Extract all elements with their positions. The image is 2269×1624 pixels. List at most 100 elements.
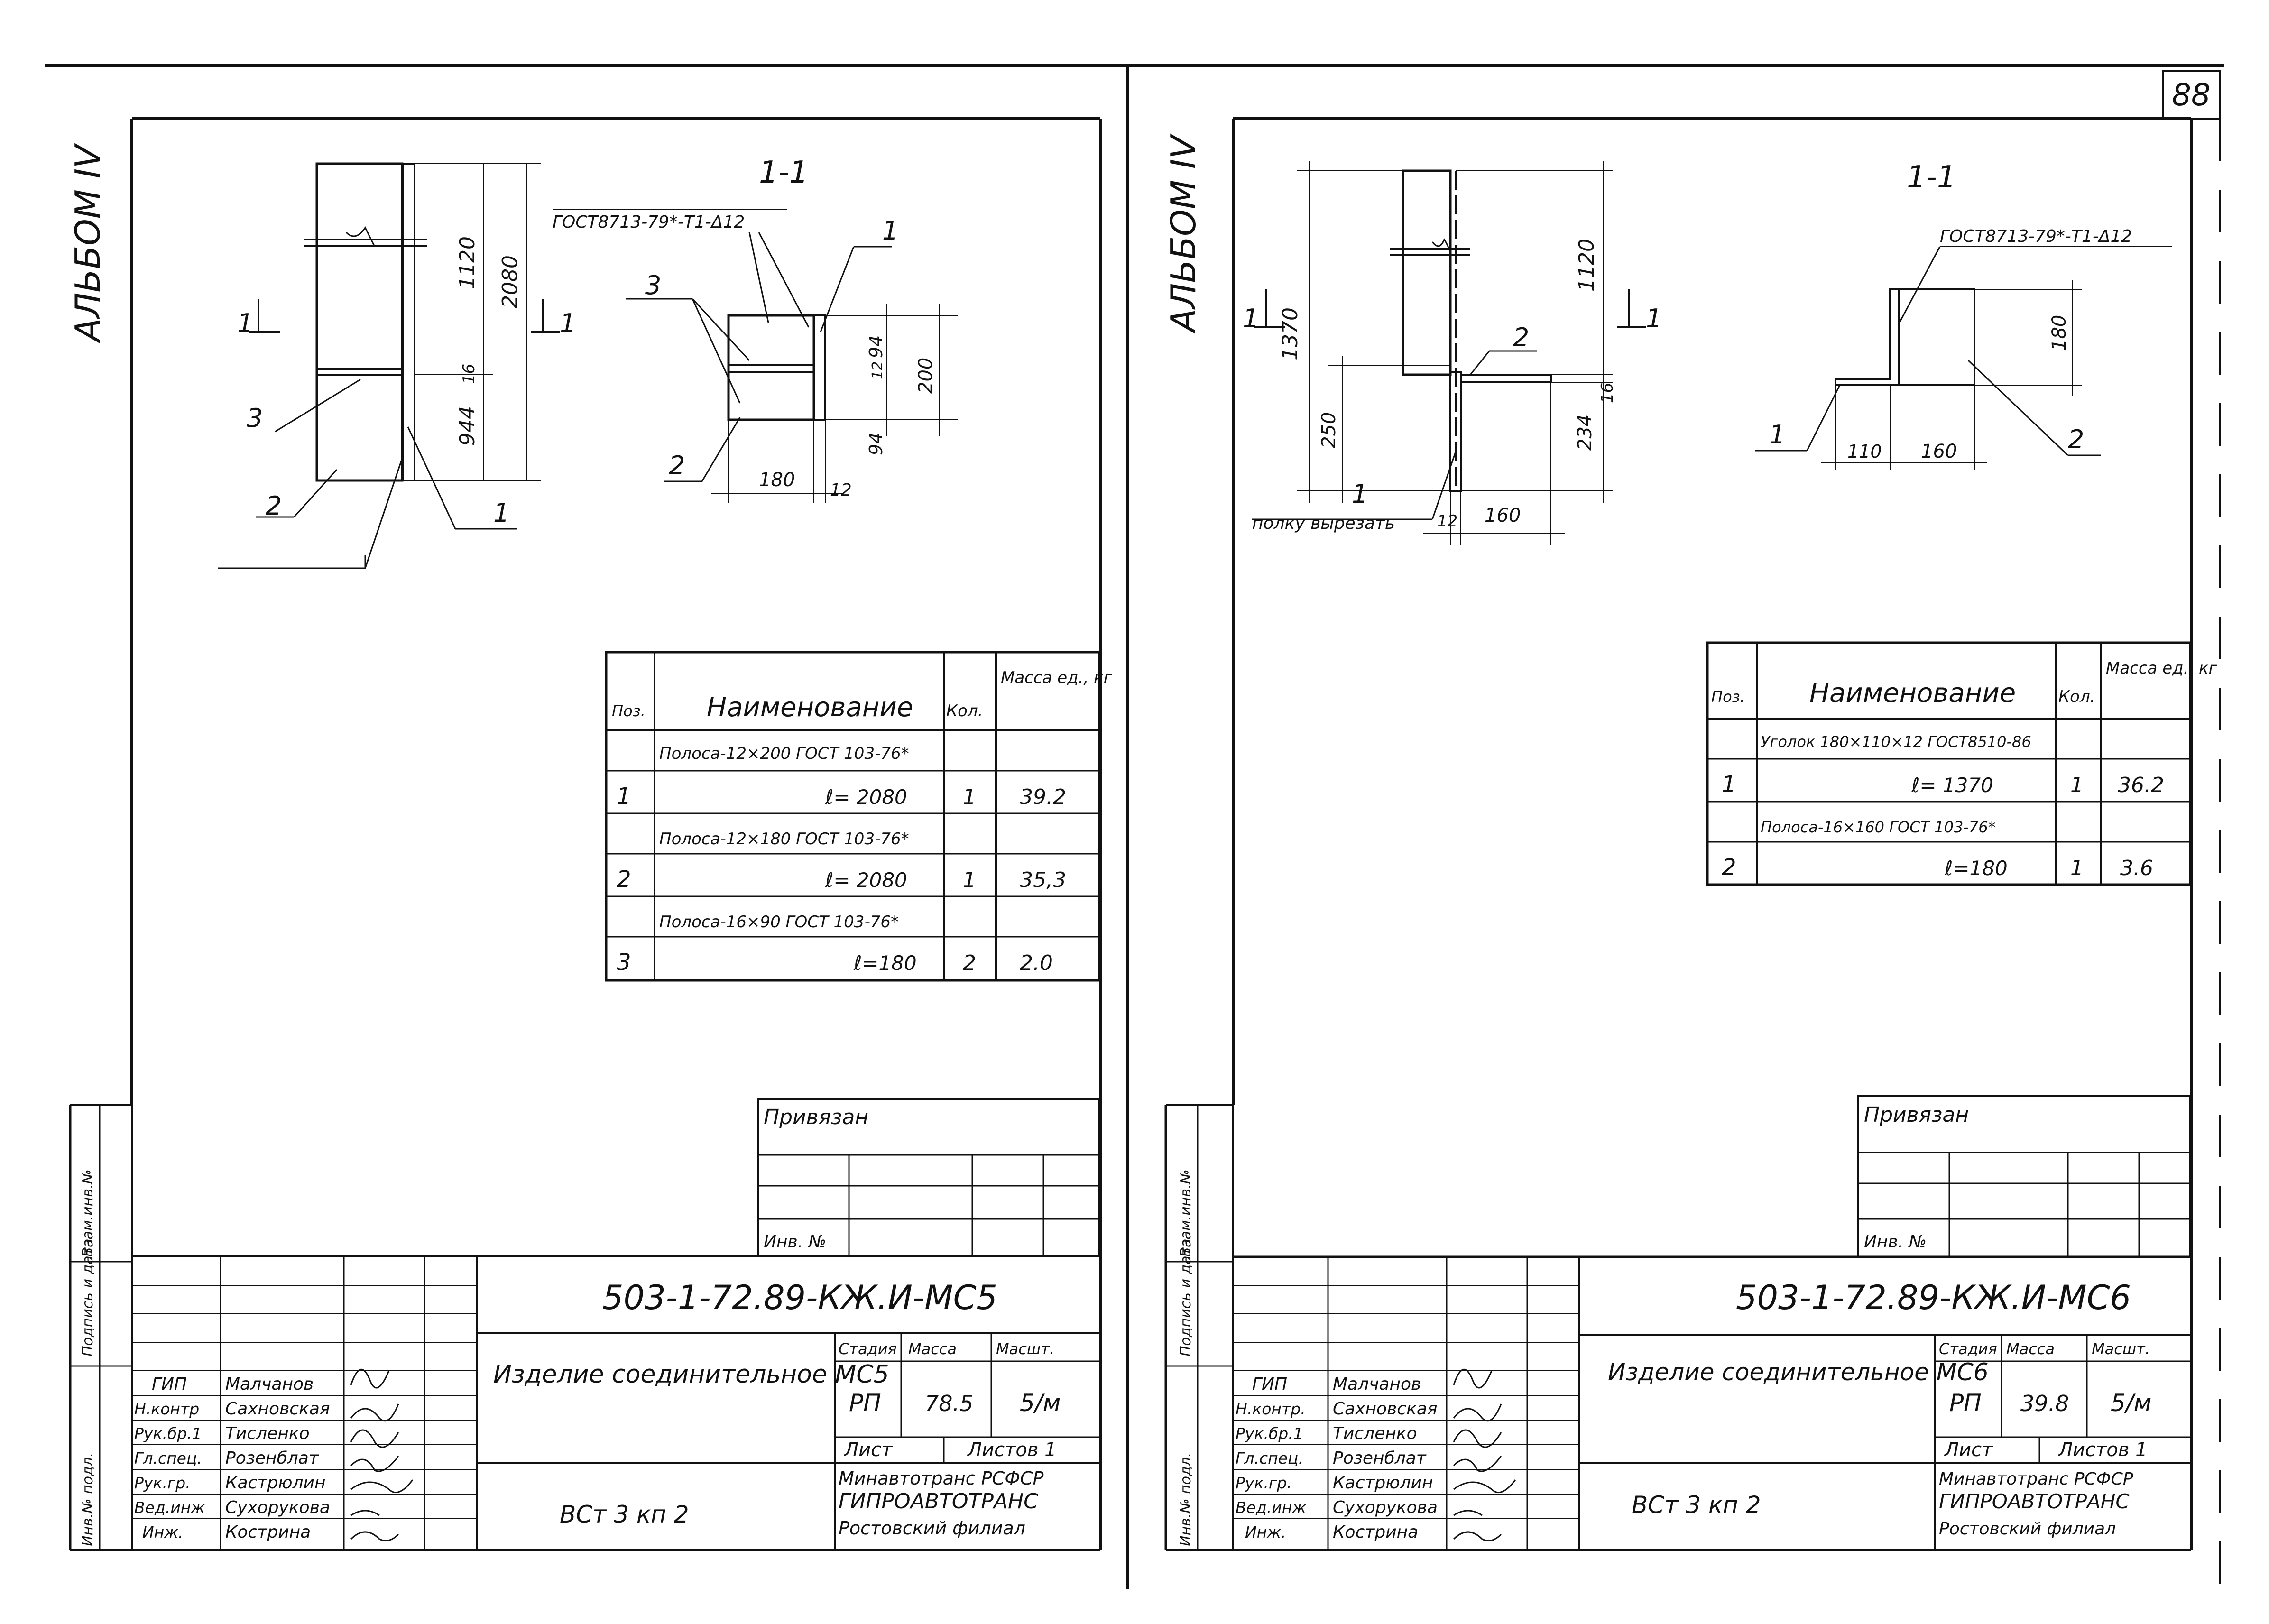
staff-role: Вед.инж: [1236, 1498, 1306, 1517]
org-branch: Ростовский филиал: [1939, 1519, 2116, 1539]
sec-callout-1: 1: [882, 216, 898, 246]
dim-total: 1370: [1278, 307, 1302, 360]
staff-name: Малчанов: [1333, 1375, 1421, 1394]
staff-role: Рук.бр.1: [1236, 1424, 1303, 1443]
dim-top: 1120: [1575, 239, 1599, 292]
dim-low: 250: [1318, 412, 1340, 448]
sec-callout-3: 3: [645, 270, 661, 300]
spec-h-mass: Масса ед., кг: [1001, 668, 1113, 687]
material: ВСт 3 кп 2: [1632, 1491, 1761, 1519]
sec-callout-2: 2: [2068, 424, 2084, 454]
album-label: АЛЬБОМ IV: [68, 143, 108, 343]
section-mark-right: 1: [1646, 304, 1662, 333]
privyazan-label: Привязан: [1864, 1103, 1969, 1127]
mass-header: Масса: [908, 1340, 957, 1358]
stage-value: РП: [1949, 1389, 1982, 1417]
dim-w12: 12: [1437, 512, 1457, 531]
spec-h-qty: Кол.: [946, 701, 983, 720]
side-label-sign: Подпись и дата: [1178, 1239, 1194, 1357]
scale-header: Масшт.: [996, 1340, 1054, 1358]
sheets-count: Листов 1: [967, 1439, 1057, 1461]
section-mark-left: 1: [1243, 304, 1259, 333]
org-ministry: Минавтотранс РСФСР: [839, 1468, 1043, 1489]
scale-value: 5/м: [1020, 1389, 1061, 1417]
dim-bottom: 234: [1574, 415, 1596, 451]
sec-dim-12b: 12: [830, 480, 852, 500]
side-label-replace: Взам.инв.№: [1178, 1169, 1194, 1257]
staff-role: ГИП: [152, 1375, 187, 1394]
mass-value: 78.5: [925, 1391, 973, 1416]
sec-dim-180: 180: [759, 469, 795, 491]
dim-total: 2080: [498, 255, 522, 308]
spec-row-name: ℓ=180: [853, 951, 917, 975]
dim-top: 1120: [455, 236, 480, 289]
staff-name: Сахновская: [1333, 1399, 1438, 1419]
staff-name: Малчанов: [225, 1375, 314, 1394]
spec-row-name: ℓ=180: [1944, 857, 2008, 880]
section-view: 1-1 ГОСТ8713-79*-Т1-Δ12 94 12 200 94 180…: [553, 155, 958, 503]
staff-role: Н.контр: [134, 1400, 199, 1418]
title-block: 503-1-72.89-КЖ.И-МС5 Изделие соединитель…: [132, 1255, 1099, 1550]
spec-row-name: ℓ= 2080: [825, 785, 907, 809]
org-branch: Ростовский филиал: [839, 1518, 1025, 1539]
callout-3: 3: [247, 403, 263, 433]
section-title: 1-1: [759, 155, 809, 190]
spec-h-qty: Кол.: [2058, 687, 2095, 706]
sheets-count: Листов 1: [2057, 1439, 2148, 1461]
inv-no-label: Инв. №: [764, 1232, 826, 1252]
spec-row-mass: 3.6: [2120, 856, 2153, 880]
callout-1: 1: [1352, 479, 1368, 509]
signature-marks: [350, 1369, 414, 1541]
staff-name: Тисленко: [1333, 1424, 1417, 1443]
doc-code: 503-1-72.89-КЖ.И-МС6: [1736, 1278, 2131, 1317]
spec-h-pos: Поз.: [1711, 688, 1745, 706]
spec-row-qty: 1: [963, 868, 976, 892]
spec-row-name: Полоса-16×160 ГОСТ 103-76*: [1761, 818, 1996, 836]
spec-row-pos: 2: [1722, 854, 1736, 881]
spec-row-qty: 1: [2070, 856, 2084, 880]
callout-1: 1: [493, 498, 509, 528]
spec-row-mass: 36.2: [2118, 773, 2164, 797]
spec-row-pos: 1: [617, 783, 631, 810]
spec-row-qty: 1: [2070, 773, 2084, 797]
staff-role: Инж.: [142, 1523, 183, 1541]
staff-role: Гл.спец.: [1236, 1449, 1303, 1467]
album-label: АЛЬБОМ IV: [1163, 133, 1203, 334]
staff-name: Сухорукова: [1333, 1498, 1438, 1517]
elevation-view: 1120 2080 16 944 1 1 3 2 1: [218, 162, 576, 569]
staff-role: Гл.спец.: [134, 1449, 202, 1467]
staff-name: Розенблат: [225, 1449, 319, 1468]
section-mark-right: 1: [560, 308, 576, 338]
stage-header: Стадия: [839, 1340, 897, 1358]
staff-role: Н.контр.: [1236, 1400, 1306, 1418]
spec-row-name: Полоса-12×180 ГОСТ 103-76*: [659, 830, 909, 849]
section-mark-left: 1: [237, 308, 253, 338]
staff-name: Тисленко: [225, 1424, 310, 1443]
product-title: Изделие соединительное МС5: [493, 1360, 889, 1389]
elevation-view: 1370 250 1120 16 234 12 160 1 1: [1243, 161, 1662, 545]
sec-callout-1: 1: [1769, 420, 1785, 450]
scale-value: 5/м: [2111, 1389, 2151, 1417]
staff-name: Кастрюлин: [225, 1473, 325, 1493]
staff-name: Сахновская: [225, 1399, 330, 1419]
material: ВСт 3 кп 2: [560, 1501, 689, 1528]
staff-role: Вед.инж: [134, 1498, 205, 1517]
spec-h-mass: Масса ед., кг: [2106, 659, 2218, 678]
scale-header: Масшт.: [2092, 1340, 2150, 1358]
sec-dim-12: 12: [869, 361, 886, 379]
spec-row-name: ℓ= 1370: [1911, 774, 1993, 797]
side-label-inv: Инв.№ подл.: [1178, 1453, 1194, 1546]
spec-row-qty: 2: [963, 951, 976, 975]
privyazan-label: Привязан: [764, 1105, 868, 1129]
spec-row-name: ℓ= 2080: [825, 868, 907, 892]
spec-row-name: Полоса-16×90 ГОСТ 103-76*: [659, 913, 899, 932]
staff-name: Кострина: [1333, 1522, 1418, 1542]
spec-row-mass: 2.0: [1020, 951, 1053, 975]
spec-h-pos: Поз.: [612, 702, 646, 720]
sheet-label: Лист: [843, 1439, 893, 1461]
mass-value: 39.8: [2020, 1391, 2069, 1416]
staff-role: Рук.гр.: [134, 1474, 191, 1492]
doc-code: 503-1-72.89-КЖ.И-МС5: [602, 1278, 997, 1317]
page-number: 88: [2172, 78, 2210, 113]
